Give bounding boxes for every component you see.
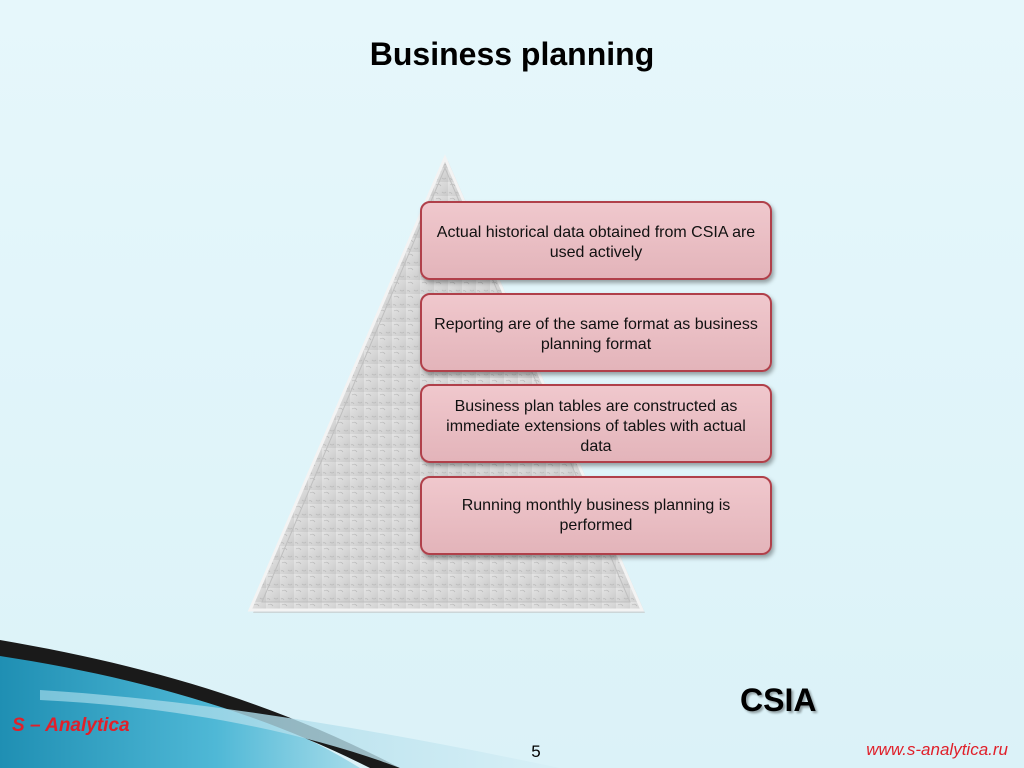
pyramid-step-1: Actual historical data obtained from CSI… bbox=[420, 201, 772, 280]
website-link[interactable]: www.s-analytica.ru bbox=[866, 740, 1008, 759]
pyramid-step-4-text: Running monthly business planning is per… bbox=[461, 497, 731, 534]
pyramid-step-3: Business plan tables are constructed as … bbox=[420, 384, 772, 463]
pyramid-step-1-text: Actual historical data obtained from CSI… bbox=[436, 224, 756, 261]
pyramid-step-4: Running monthly business planning is per… bbox=[420, 476, 772, 555]
pyramid-step-2-text: Reporting are of the same format as busi… bbox=[434, 316, 758, 353]
slide-title: Business planning bbox=[369, 36, 655, 72]
pyramid-step-2: Reporting are of the same format as busi… bbox=[420, 293, 772, 372]
brand-name: S – Analytica bbox=[12, 715, 130, 736]
pyramid-step-3-text: Business plan tables are constructed as … bbox=[446, 398, 746, 455]
csia-logo: CSIA bbox=[740, 682, 817, 718]
page-number: 5 bbox=[531, 742, 541, 761]
